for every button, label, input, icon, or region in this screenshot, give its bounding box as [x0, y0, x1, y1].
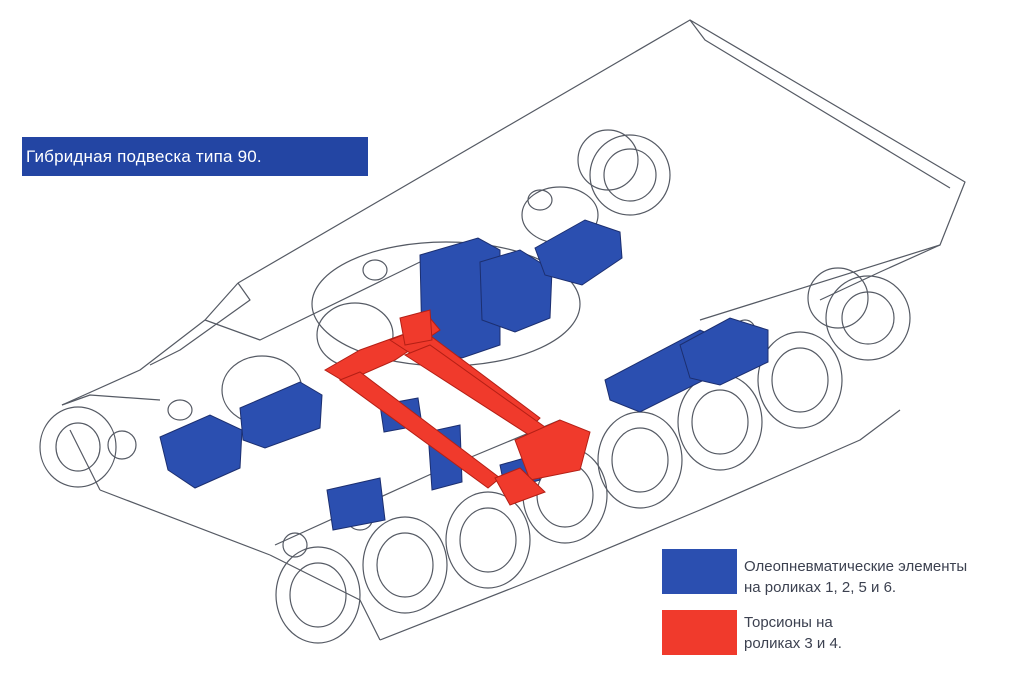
torsion-bar-elements [324, 309, 591, 506]
legend-label-line1: Торсионы на [744, 614, 833, 631]
legend-label-line2: роликах 3 и 4. [744, 635, 842, 652]
far-side-road-wheels [39, 186, 599, 488]
rear-sprocket [577, 129, 671, 216]
legend-item-torsion: Торсионы на роликах 3 и 4. [744, 612, 944, 654]
legend-label-line2: на роликах 1, 2, 5 и 6. [744, 579, 897, 596]
diagram-title: Гибридная подвеска типа 90. [22, 137, 368, 176]
legend-item-hydropneumatic: Олеопневматические элементы на роликах 1… [744, 556, 1004, 598]
legend-swatch-torsion [662, 610, 737, 655]
legend-label-line1: Олеопневматические элементы [744, 558, 968, 575]
front-sprocket [807, 267, 911, 361]
legend-swatch-hydropneumatic [662, 549, 737, 594]
